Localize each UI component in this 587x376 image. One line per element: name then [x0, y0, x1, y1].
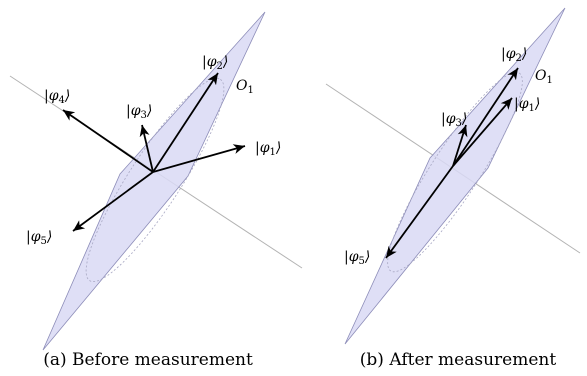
panel-b: |φ1⟩ |φ2⟩ |φ3⟩ |φ5⟩ O1 (b) After measure…: [325, 7, 581, 370]
panel-b-label-phi2: |φ2⟩: [501, 46, 527, 64]
panel-a-vector-phi2: [152, 72, 219, 173]
panel-b-vector-phi5: [385, 165, 454, 259]
svg-text:|φ3⟩: |φ3⟩: [441, 111, 467, 129]
panel-b-label-phi3: |φ3⟩: [441, 111, 467, 129]
panel-b-label-operator: O1: [535, 68, 553, 86]
svg-text:|φ5⟩: |φ5⟩: [344, 249, 370, 267]
panel-a-label-phi1: |φ1⟩: [255, 140, 281, 158]
svg-text:O1: O1: [236, 78, 254, 96]
panel-a-vector-phi5: [72, 171, 154, 232]
panel-b-label-phi1: |φ1⟩: [514, 96, 540, 114]
panel-a-label-phi2: |φ2⟩: [202, 54, 228, 72]
panel-a-vector-phi3: [139, 124, 154, 173]
panel-a-label-phi5: |φ5⟩: [26, 229, 52, 247]
panel-a-label-operator: O1: [236, 78, 254, 96]
panel-b-label-phi5: |φ5⟩: [344, 249, 370, 267]
panel-b-vector-phi1: [452, 97, 513, 167]
svg-text:|φ4⟩: |φ4⟩: [44, 88, 70, 106]
svg-text:|φ5⟩: |φ5⟩: [26, 229, 52, 247]
svg-text:|φ3⟩: |φ3⟩: [126, 103, 152, 121]
panel-a-label-phi3: |φ3⟩: [126, 103, 152, 121]
svg-text:|φ1⟩: |φ1⟩: [514, 96, 540, 114]
panel-a-dotted-ellipse: [85, 77, 225, 283]
panel-b-vector-phi2: [452, 67, 519, 167]
svg-text:|φ2⟩: |φ2⟩: [501, 46, 527, 64]
panel-b-caption: (b) After measurement: [360, 350, 557, 370]
panel-b-dotted-ellipse: [387, 71, 523, 273]
panel-a-vector-phi4: [62, 109, 154, 173]
panel-a-vector-phi1: [152, 144, 246, 173]
panel-a: |φ1⟩ |φ2⟩ |φ3⟩ |φ4⟩ |φ5⟩ O1 (a) Before m…: [9, 11, 303, 370]
panel-b-vector-phi3: [452, 124, 468, 167]
svg-text:O1: O1: [535, 68, 553, 86]
panel-a-label-phi4: |φ4⟩: [44, 88, 70, 106]
svg-text:|φ1⟩: |φ1⟩: [255, 140, 281, 158]
panel-a-caption: (a) Before measurement: [43, 350, 253, 370]
panel-b-plane: [344, 7, 566, 345]
svg-text:|φ2⟩: |φ2⟩: [202, 54, 228, 72]
panel-a-plane: [42, 11, 266, 351]
